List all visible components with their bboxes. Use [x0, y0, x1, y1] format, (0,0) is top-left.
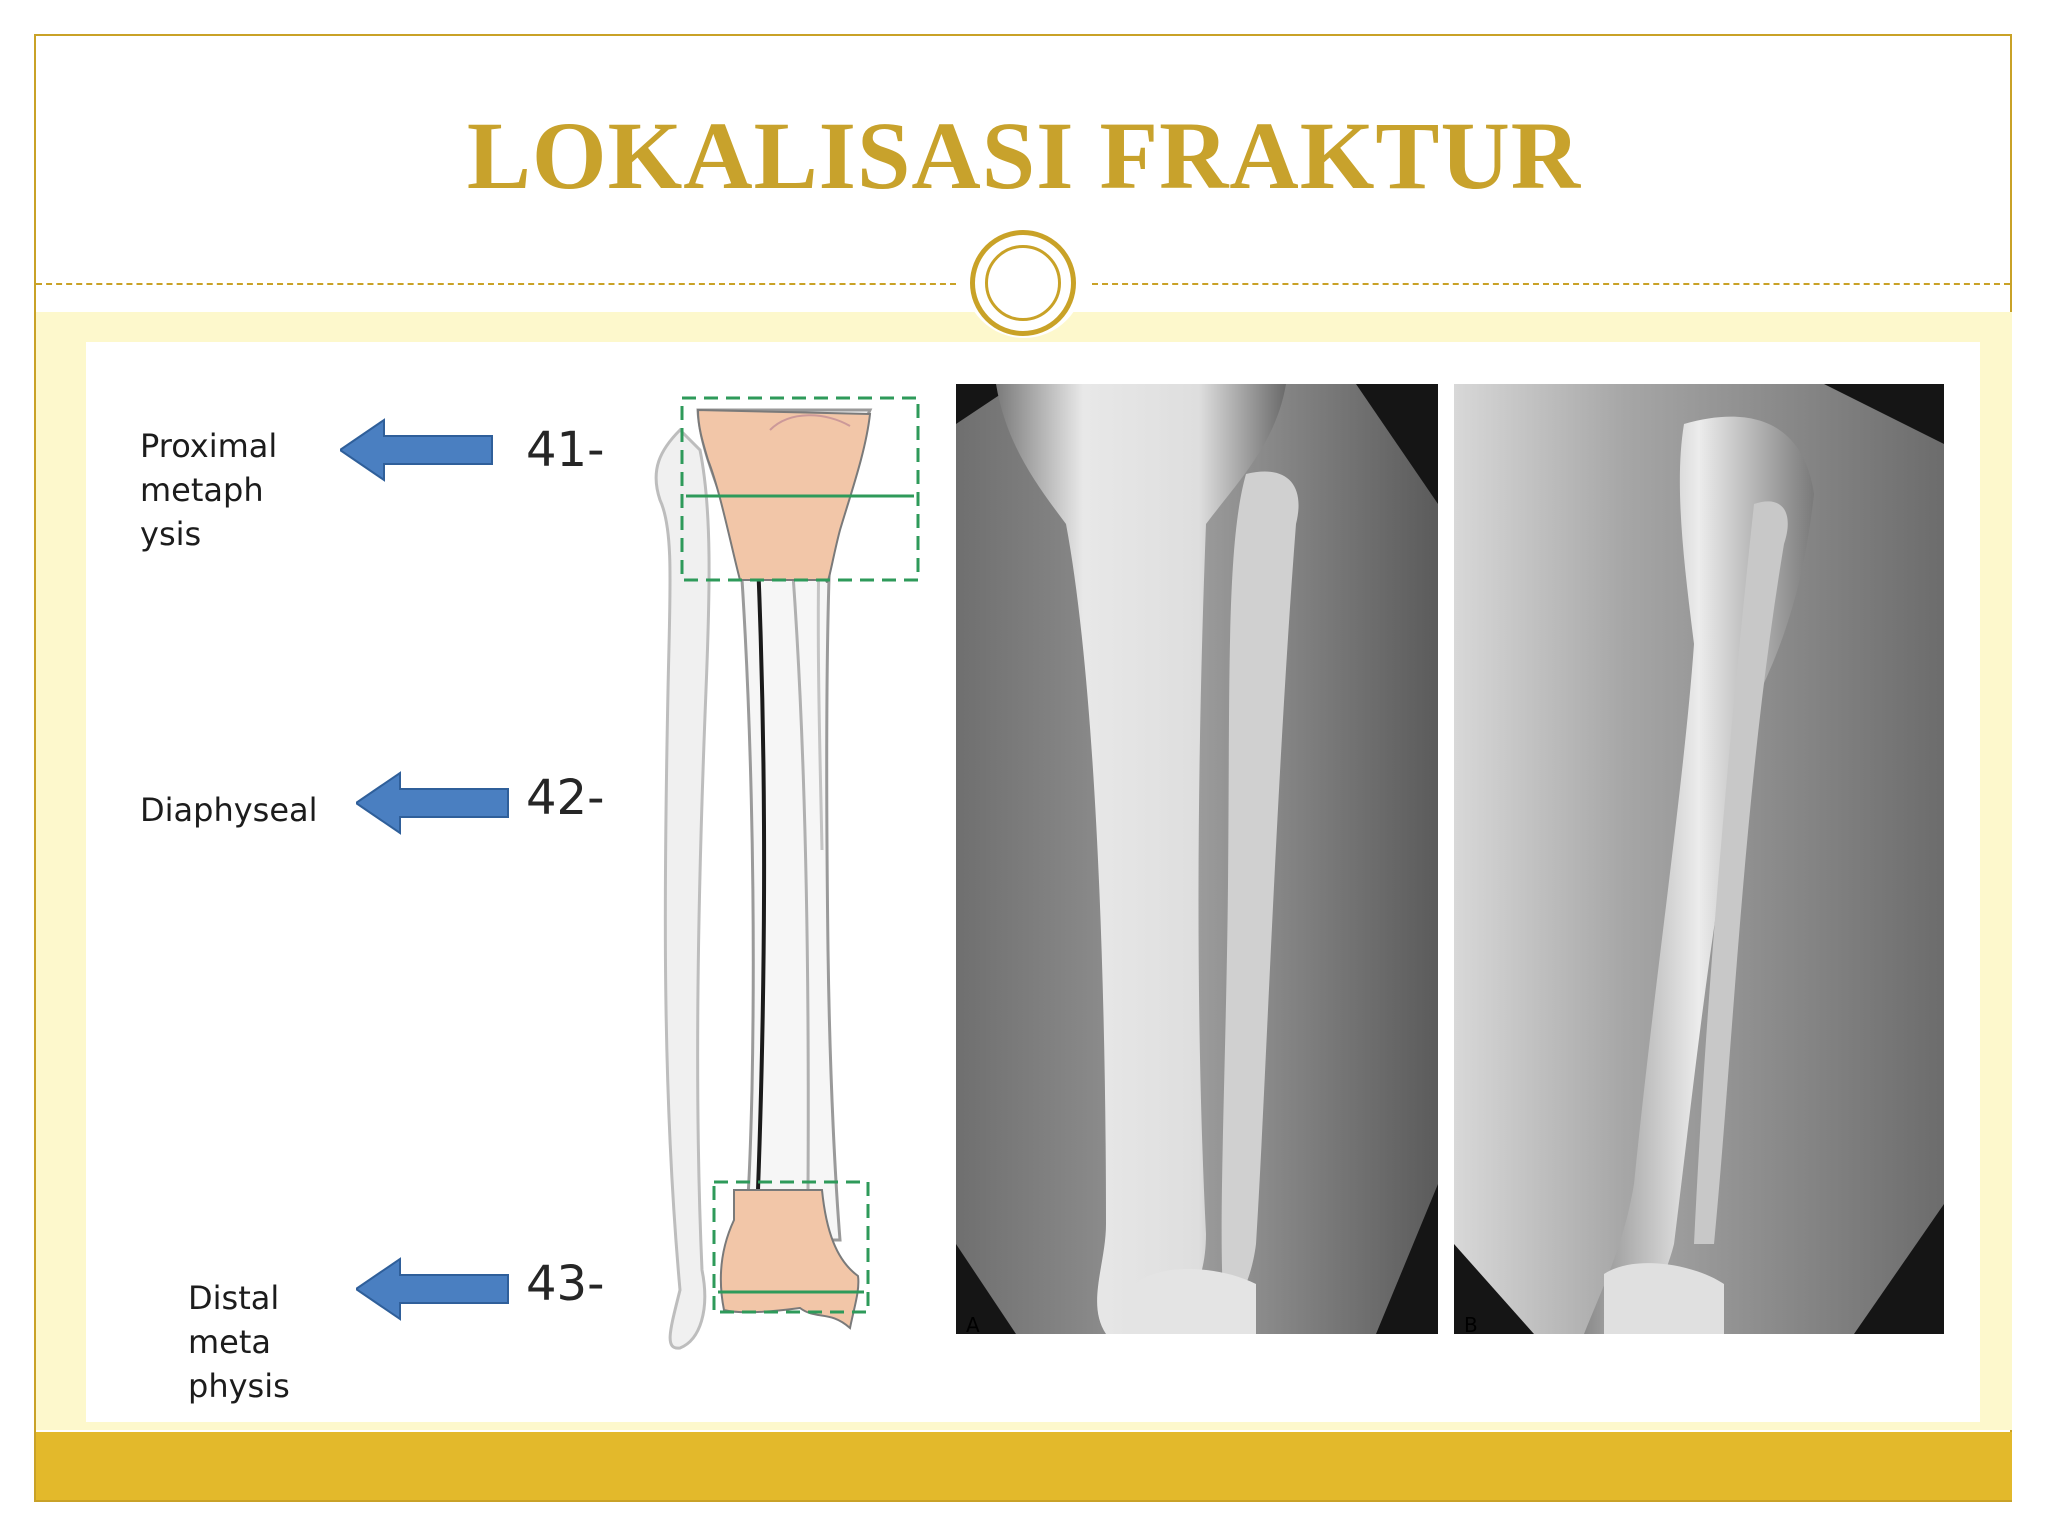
- code-42: 42-: [526, 770, 605, 826]
- slide-title: LOKALISASI FRAKTUR: [466, 102, 1582, 209]
- divider-circle-ornament: [970, 230, 1076, 336]
- xray-image-b: B: [1454, 384, 1944, 1334]
- tibia-fibula-illustration: [654, 396, 920, 1350]
- label-distal-metaphysis: Distal meta physis: [188, 1279, 290, 1405]
- arrow-icon-distal: [356, 1257, 509, 1321]
- code-41: 41-: [526, 422, 605, 478]
- footer-bar: [36, 1432, 2012, 1500]
- divider-left: [36, 283, 956, 285]
- xray-a-label: A: [966, 1313, 980, 1334]
- divider-right: [1092, 283, 2010, 285]
- code-43: 43-: [526, 1256, 605, 1312]
- xray-b-label: B: [1464, 1313, 1478, 1334]
- label-diaphyseal: Diaphyseal: [140, 791, 318, 829]
- label-proximal-metaphysis: Proximal metaph ysis: [140, 427, 278, 553]
- arrow-icon-diaphyseal: [356, 771, 509, 835]
- arrow-icon-proximal: [340, 418, 493, 482]
- xray-image-a: A: [956, 384, 1438, 1334]
